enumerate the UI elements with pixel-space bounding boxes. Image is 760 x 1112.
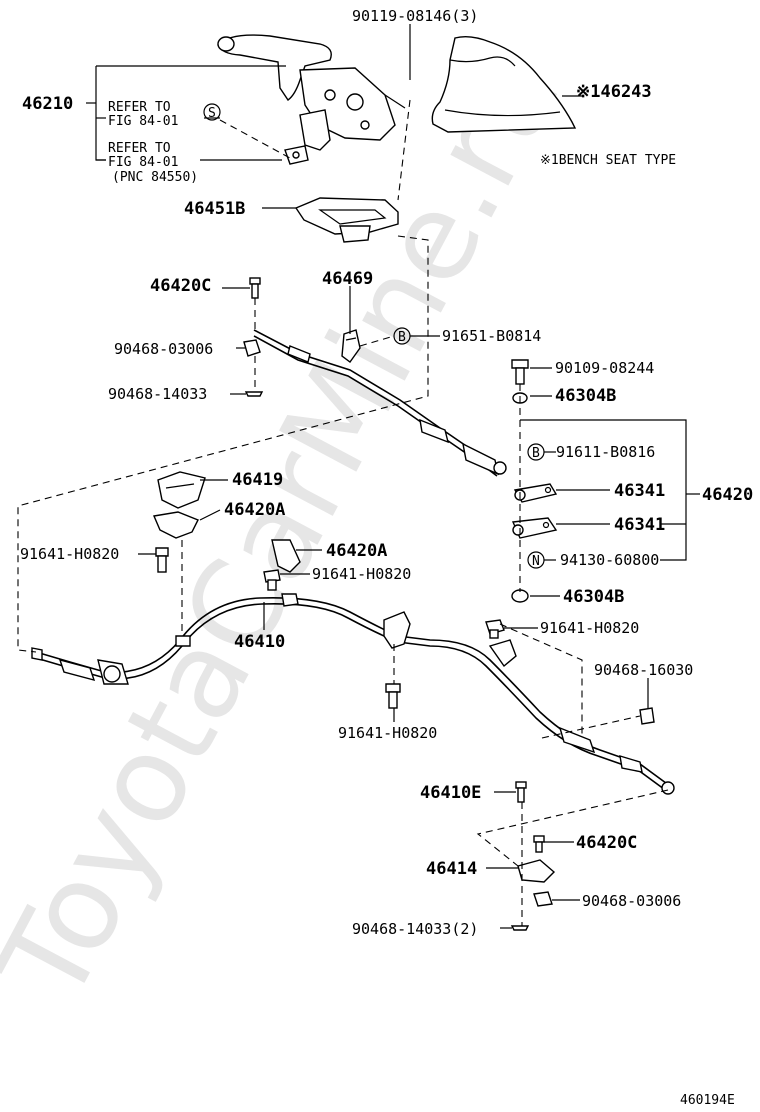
note-refer-to-2: REFER TO: [108, 141, 171, 156]
label-90468-14033-top: 90468-14033: [108, 385, 207, 403]
clip-90468-16030-drawing: [639, 707, 655, 725]
bolt-91641-h0820-bottom-drawing: [385, 683, 401, 709]
cable-guide-drawing: [294, 197, 399, 243]
note-bench-seat: ※1BENCH SEAT TYPE: [540, 153, 676, 168]
rear-cable-46410-drawing: [31, 593, 675, 795]
marker-n: N: [527, 551, 545, 569]
label-91641-h0820-mid: 91641-H0820: [312, 565, 411, 583]
label-46420c-top: 46420C: [150, 276, 211, 296]
label-46243: ※146243: [576, 82, 652, 102]
parking-brake-lever-drawing: [217, 34, 406, 165]
label-46304b-top: 46304B: [555, 386, 616, 406]
label-46341-b: 46341: [614, 515, 665, 535]
label-91651-b0814: 91651-B0814: [442, 327, 541, 345]
bolt-91641-h0820-left-drawing: [155, 547, 169, 573]
marker-b-top-text: B: [398, 330, 406, 345]
label-91641-h0820-right: 91641-H0820: [540, 619, 639, 637]
label-46420a-left: 46420A: [224, 500, 285, 520]
label-91611-b0816: 91611-B0816: [556, 443, 655, 461]
note-refer-to-1: REFER TO: [108, 100, 171, 115]
label-90468-14033-bottom: 90468-14033(2): [352, 920, 478, 938]
bracket-46420a-mid-drawing: [271, 539, 301, 573]
label-90119-08146: 90119-08146(3): [352, 7, 478, 25]
label-90109-08244: 90109-08244: [555, 359, 654, 377]
marker-s: S: [203, 103, 221, 121]
label-46410e: 46410E: [420, 783, 481, 803]
marker-n-text: N: [532, 554, 540, 569]
pin-90468-14033-top-drawing: [244, 391, 264, 397]
label-46410: 46410: [234, 632, 285, 652]
label-90468-16030: 90468-16030: [594, 661, 693, 679]
cover-46419-drawing: [157, 471, 206, 509]
bracket-46420a-left-drawing: [153, 511, 199, 539]
clamp-90468-03006-top-drawing: [243, 339, 261, 357]
label-94130-60800: 94130-60800: [560, 551, 659, 569]
bracket-46414-drawing: [517, 859, 556, 883]
marker-b-right: B: [527, 443, 545, 461]
label-46419: 46419: [232, 470, 283, 490]
pin-46410e-drawing: [515, 781, 527, 803]
label-46341-a: 46341: [614, 481, 665, 501]
bolt-91641-h0820-right-drawing: [485, 619, 505, 639]
lever-boot-drawing: [431, 35, 577, 133]
marker-s-text: S: [208, 106, 216, 121]
assembly-lines: [17, 99, 669, 926]
label-90468-03006-bottom: 90468-03006: [582, 892, 681, 910]
label-46469: 46469: [322, 269, 373, 289]
label-46420c-bottom: 46420C: [576, 833, 637, 853]
label-46414: 46414: [426, 859, 477, 879]
note-fig-2: FIG 84-01: [108, 155, 178, 170]
pin-46420c-top-drawing: [249, 277, 261, 299]
leader-lines: [86, 24, 700, 929]
clamp-90468-03006-bottom-drawing: [533, 891, 553, 907]
label-46451b: 46451B: [184, 199, 245, 219]
label-46420a-mid: 46420A: [326, 541, 387, 561]
clip-46469-drawing: [341, 329, 361, 363]
note-fig-1: FIG 84-01: [108, 114, 178, 129]
marker-b-top: B: [393, 327, 411, 345]
bolt-91641-h0820-mid-drawing: [263, 569, 281, 591]
front-cable-drawing: [253, 329, 507, 477]
watermark: ToyotaCarMine.ru: [0, 33, 588, 1025]
label-90468-03006-top: 90468-03006: [114, 340, 213, 358]
pin-46420c-bottom-drawing: [533, 835, 545, 853]
note-pnc: (PNC 84550): [112, 170, 198, 185]
label-46420: 46420: [702, 485, 753, 505]
label-91641-h0820-bottom: 91641-H0820: [338, 724, 437, 742]
label-91641-h0820-left: 91641-H0820: [20, 545, 119, 563]
marker-b-right-text: B: [532, 446, 540, 461]
pin-90468-14033-bottom-drawing: [510, 925, 530, 931]
equalizer-46341-a-drawing: [513, 483, 558, 503]
bolt-90109-08244-drawing: [511, 359, 529, 385]
label-46304b-bottom: 46304B: [563, 587, 624, 607]
figure-code: 460194E: [680, 1093, 735, 1108]
label-46210: 46210: [22, 94, 73, 114]
